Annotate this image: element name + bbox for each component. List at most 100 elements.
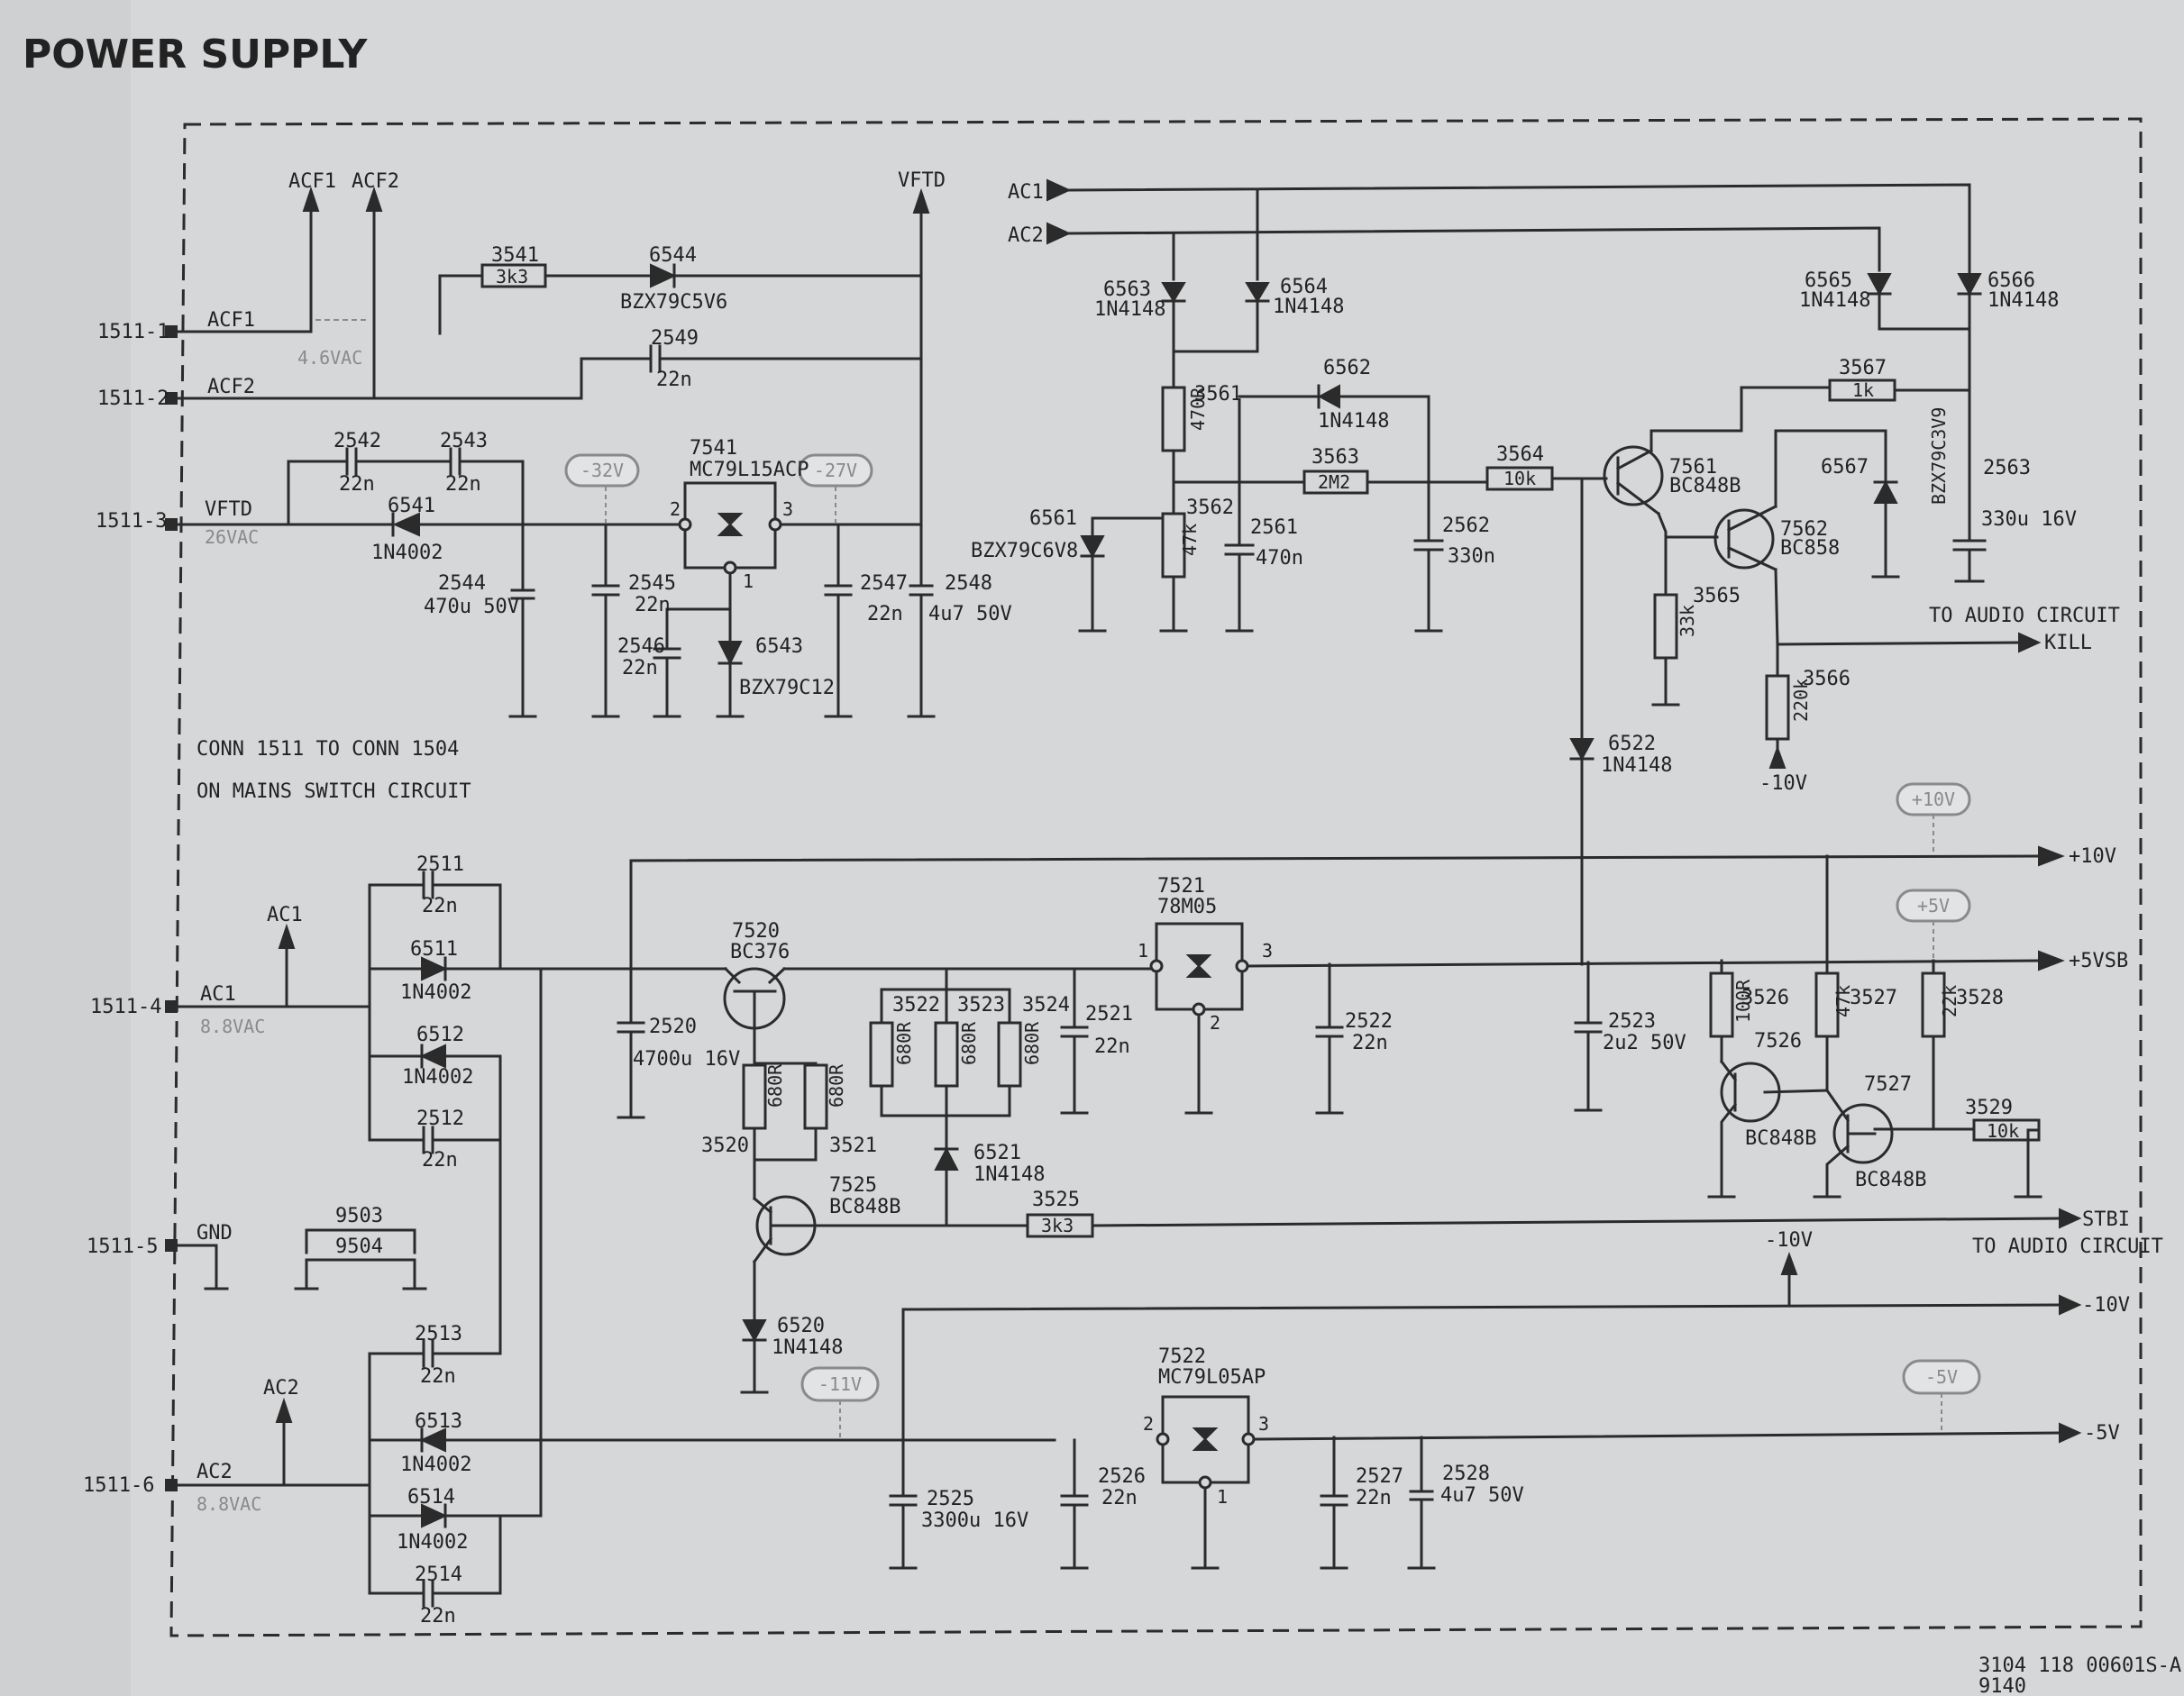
val-3527: 47k [1832,985,1854,1017]
ic7522-pin2: 2 [1143,1413,1154,1435]
val-2544: 470u 50V [424,596,519,618]
ref-3521: 3521 [829,1135,877,1157]
val-2526: 22n [1101,1487,1138,1509]
ref-2549: 2549 [651,327,699,350]
cap-2512 [368,1054,502,1154]
val-3541: 3k3 [496,266,528,287]
diode-6564 [1245,282,1270,303]
ref-2542: 2542 [334,430,381,452]
val-6565: 1N4148 [1799,289,1870,312]
rail-stbi: STBI [2082,1208,2130,1231]
diode-6514 [421,1503,448,1528]
val-3525: 3k3 [1041,1215,1074,1236]
signal-ac2: AC2 [196,1461,233,1483]
val-6514: 1N4002 [397,1531,468,1554]
val-2561: 470n [1256,547,1303,570]
val-3562: 47k [1179,524,1201,556]
ref-2526: 2526 [1098,1465,1146,1488]
ref-3523: 3523 [957,994,1005,1017]
ref-7521: 7521 [1157,875,1205,898]
rail-pos10: +10V [2069,845,2116,868]
ref-3565: 3565 [1693,585,1741,607]
dest-audio-1: TO AUDIO CIRCUIT [1929,605,2120,627]
voltage-8v8ac-2: 8.8VAC [196,1493,261,1515]
val-7525: BC848B [829,1196,900,1218]
ref-2523: 2523 [1608,1010,1656,1033]
ref-2528: 2528 [1442,1463,1490,1485]
ic7541-pin1: 1 [743,570,754,592]
cap-2545 [591,523,620,718]
val-6521: 1N4148 [973,1163,1045,1186]
ic7522-pin1: 1 [1217,1486,1228,1508]
ref-2520: 2520 [649,1016,697,1038]
pill-text-neg32: -32V [580,460,624,481]
ref-3522: 3522 [892,994,940,1017]
cap-2525 [889,1438,918,1570]
val-3526: 100R [1732,979,1754,1023]
cap-2521 [1060,967,1089,1115]
val-6513: 1N4002 [400,1454,471,1476]
resistor-3522 [869,1021,894,1088]
ref-7520: 7520 [732,920,780,943]
val-2543: 22n [445,473,481,496]
voltage-26vac: 26VAC [205,526,259,548]
val-7541: MC79L15ACP [690,459,809,481]
signal-gnd: GND [196,1222,233,1245]
ref-2562: 2562 [1442,515,1490,537]
ref-2548: 2548 [945,572,992,595]
val-2511: 22n [422,895,458,917]
val-3565: 33k [1677,605,1698,637]
labels: 1511-1 1511-2 1511-3 1511-4 1511-5 1511-… [83,169,2181,1696]
ref-6543: 6543 [755,635,803,658]
val-6563: 1N4148 [1094,298,1165,321]
ic7521-pin2: 2 [1210,1012,1220,1034]
val-2520: 4700u 16V [633,1048,740,1071]
neg10-label-1: -10V [1759,772,1807,795]
ref-2545: 2545 [628,572,676,595]
rail-kill: KILL [2044,632,2092,654]
val-3566: 220k [1790,679,1812,722]
val-7561: BC848B [1669,475,1741,497]
val-2514: 22n [420,1605,456,1628]
ref-9503: 9503 [335,1205,383,1227]
val-3564: 10k [1503,468,1536,489]
pin-label-5: 1511-5 [87,1236,158,1258]
cap-2528 [1407,1436,1436,1570]
ref-6520: 6520 [777,1315,825,1337]
ref-2544: 2544 [438,572,486,595]
val-2549: 22n [656,369,692,391]
val-2525: 3300u 16V [921,1509,1028,1532]
resistor-3524 [997,1021,1022,1088]
ic7541-pin2: 2 [670,498,681,520]
val-7562: BC858 [1780,537,1840,560]
voltage-pill-neg27 [798,453,873,488]
ref-2512: 2512 [416,1108,464,1130]
pin-label-3: 1511-3 [96,510,167,533]
zener-6561 [1080,535,1105,559]
resistor-3526 [1709,971,1734,1038]
pin-label-1: 1511-1 [97,321,169,343]
val-2545: 22n [635,594,671,616]
output-ac1: AC1 [267,904,303,926]
val-6564: 1N4148 [1273,296,1344,318]
ref-6544: 6544 [649,244,697,267]
ref-3561: 3561 [1194,383,1242,406]
resistor-3562 [1161,512,1186,579]
ref-6521: 6521 [973,1142,1021,1164]
connector-pins [165,325,178,1491]
ref-6541: 6541 [388,495,435,517]
output-ac2: AC2 [263,1377,299,1400]
val-3521: 680R [826,1063,847,1108]
ref-7525: 7525 [829,1174,877,1197]
ref-7522: 7522 [1158,1345,1206,1368]
ref-7541: 7541 [690,437,737,460]
ref-2543: 2543 [440,430,488,452]
ref-6512: 6512 [416,1024,464,1046]
output-acf1: ACF1 [288,170,336,193]
ref-7527: 7527 [1864,1073,1912,1096]
rail-neg10: -10V [2082,1294,2130,1317]
diode-6563 [1161,282,1186,303]
cap-2544 [510,523,535,718]
val-3520: 680R [764,1063,786,1108]
